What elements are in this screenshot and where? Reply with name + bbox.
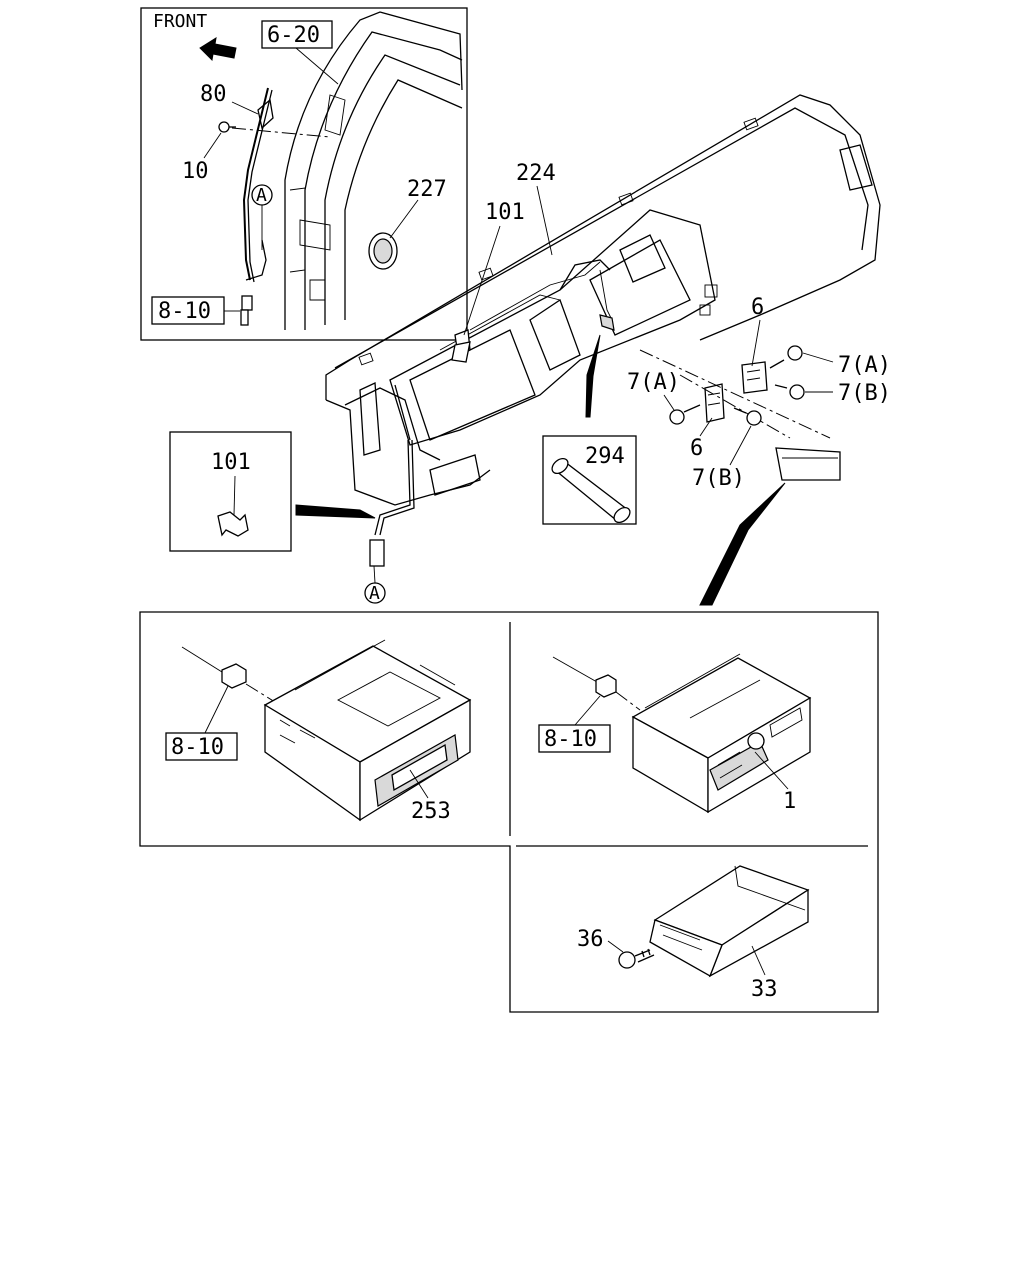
bracket-upper [741,361,768,394]
dashboard-assembly [325,94,881,506]
leader-arrow-tube [585,334,601,418]
connector-a-circle-main [364,582,386,604]
bolt-icon [769,345,803,369]
ref-harness: 8-10 [158,299,211,324]
inset-clip: 101 [169,431,292,552]
callout-dashboard: 224 [516,161,556,186]
front-label: FRONT [153,11,207,32]
door-frame [284,11,463,330]
leader-arrow-clip [295,504,376,519]
callout-connector: A [256,185,267,206]
front-arrow-icon [199,36,237,62]
callout-screw: 10 [182,159,209,184]
radio-left [181,639,472,822]
callout-radio-right: 1 [783,789,796,814]
bolt-icon [669,404,701,425]
clip-on-dash [451,329,471,363]
callout-radio-left: 253 [411,799,451,824]
bolt-icon [774,384,805,400]
tapping-screw-icon [618,948,655,969]
callout-rod: 80 [200,82,227,107]
antenna-jack [599,314,615,331]
inset-tube: 294 [542,435,637,525]
callout-antenna-end: A [369,583,380,604]
bracket-lower [704,383,725,423]
callout-inset-clip: 101 [211,450,251,475]
callout-tube: 294 [585,444,625,469]
callout-bolt-a-upper: 7(A) [838,353,891,378]
callout-bracket-lower: 6 [690,436,703,461]
bolt-icon [733,407,762,426]
ref-harness-left: 8-10 [171,735,224,760]
tube-icon [551,457,631,524]
inset-antenna: FRONT 6-20 [140,7,468,341]
grommet-icon [368,232,398,270]
radio-outline-small [775,447,841,481]
harness-connector [595,674,617,698]
radio-right [552,653,812,814]
pocket-tray [649,865,810,978]
leader-arrow-radio [699,482,786,606]
callout-bolt-b-upper: 7(B) [838,381,891,406]
ref-body: 6-20 [267,23,320,48]
radio-panels [139,611,879,1013]
callout-grommet: 227 [407,177,447,202]
cluster-opening [409,329,536,441]
callout-screw-bottom: 36 [577,927,604,952]
vent-right [839,144,873,191]
antenna-rod [240,87,274,326]
clip-icon [217,511,249,537]
harness-connector [221,663,247,689]
screw-icon [218,121,236,133]
ref-harness-right: 8-10 [544,727,597,752]
callout-clip: 101 [485,200,525,225]
antenna-feeder [369,439,415,584]
callout-bracket-upper: 6 [751,295,764,320]
callout-bolt-a-lower: 7(A) [627,370,680,395]
callout-bolt-b-lower: 7(B) [692,466,745,491]
callout-tray: 33 [751,977,778,1002]
